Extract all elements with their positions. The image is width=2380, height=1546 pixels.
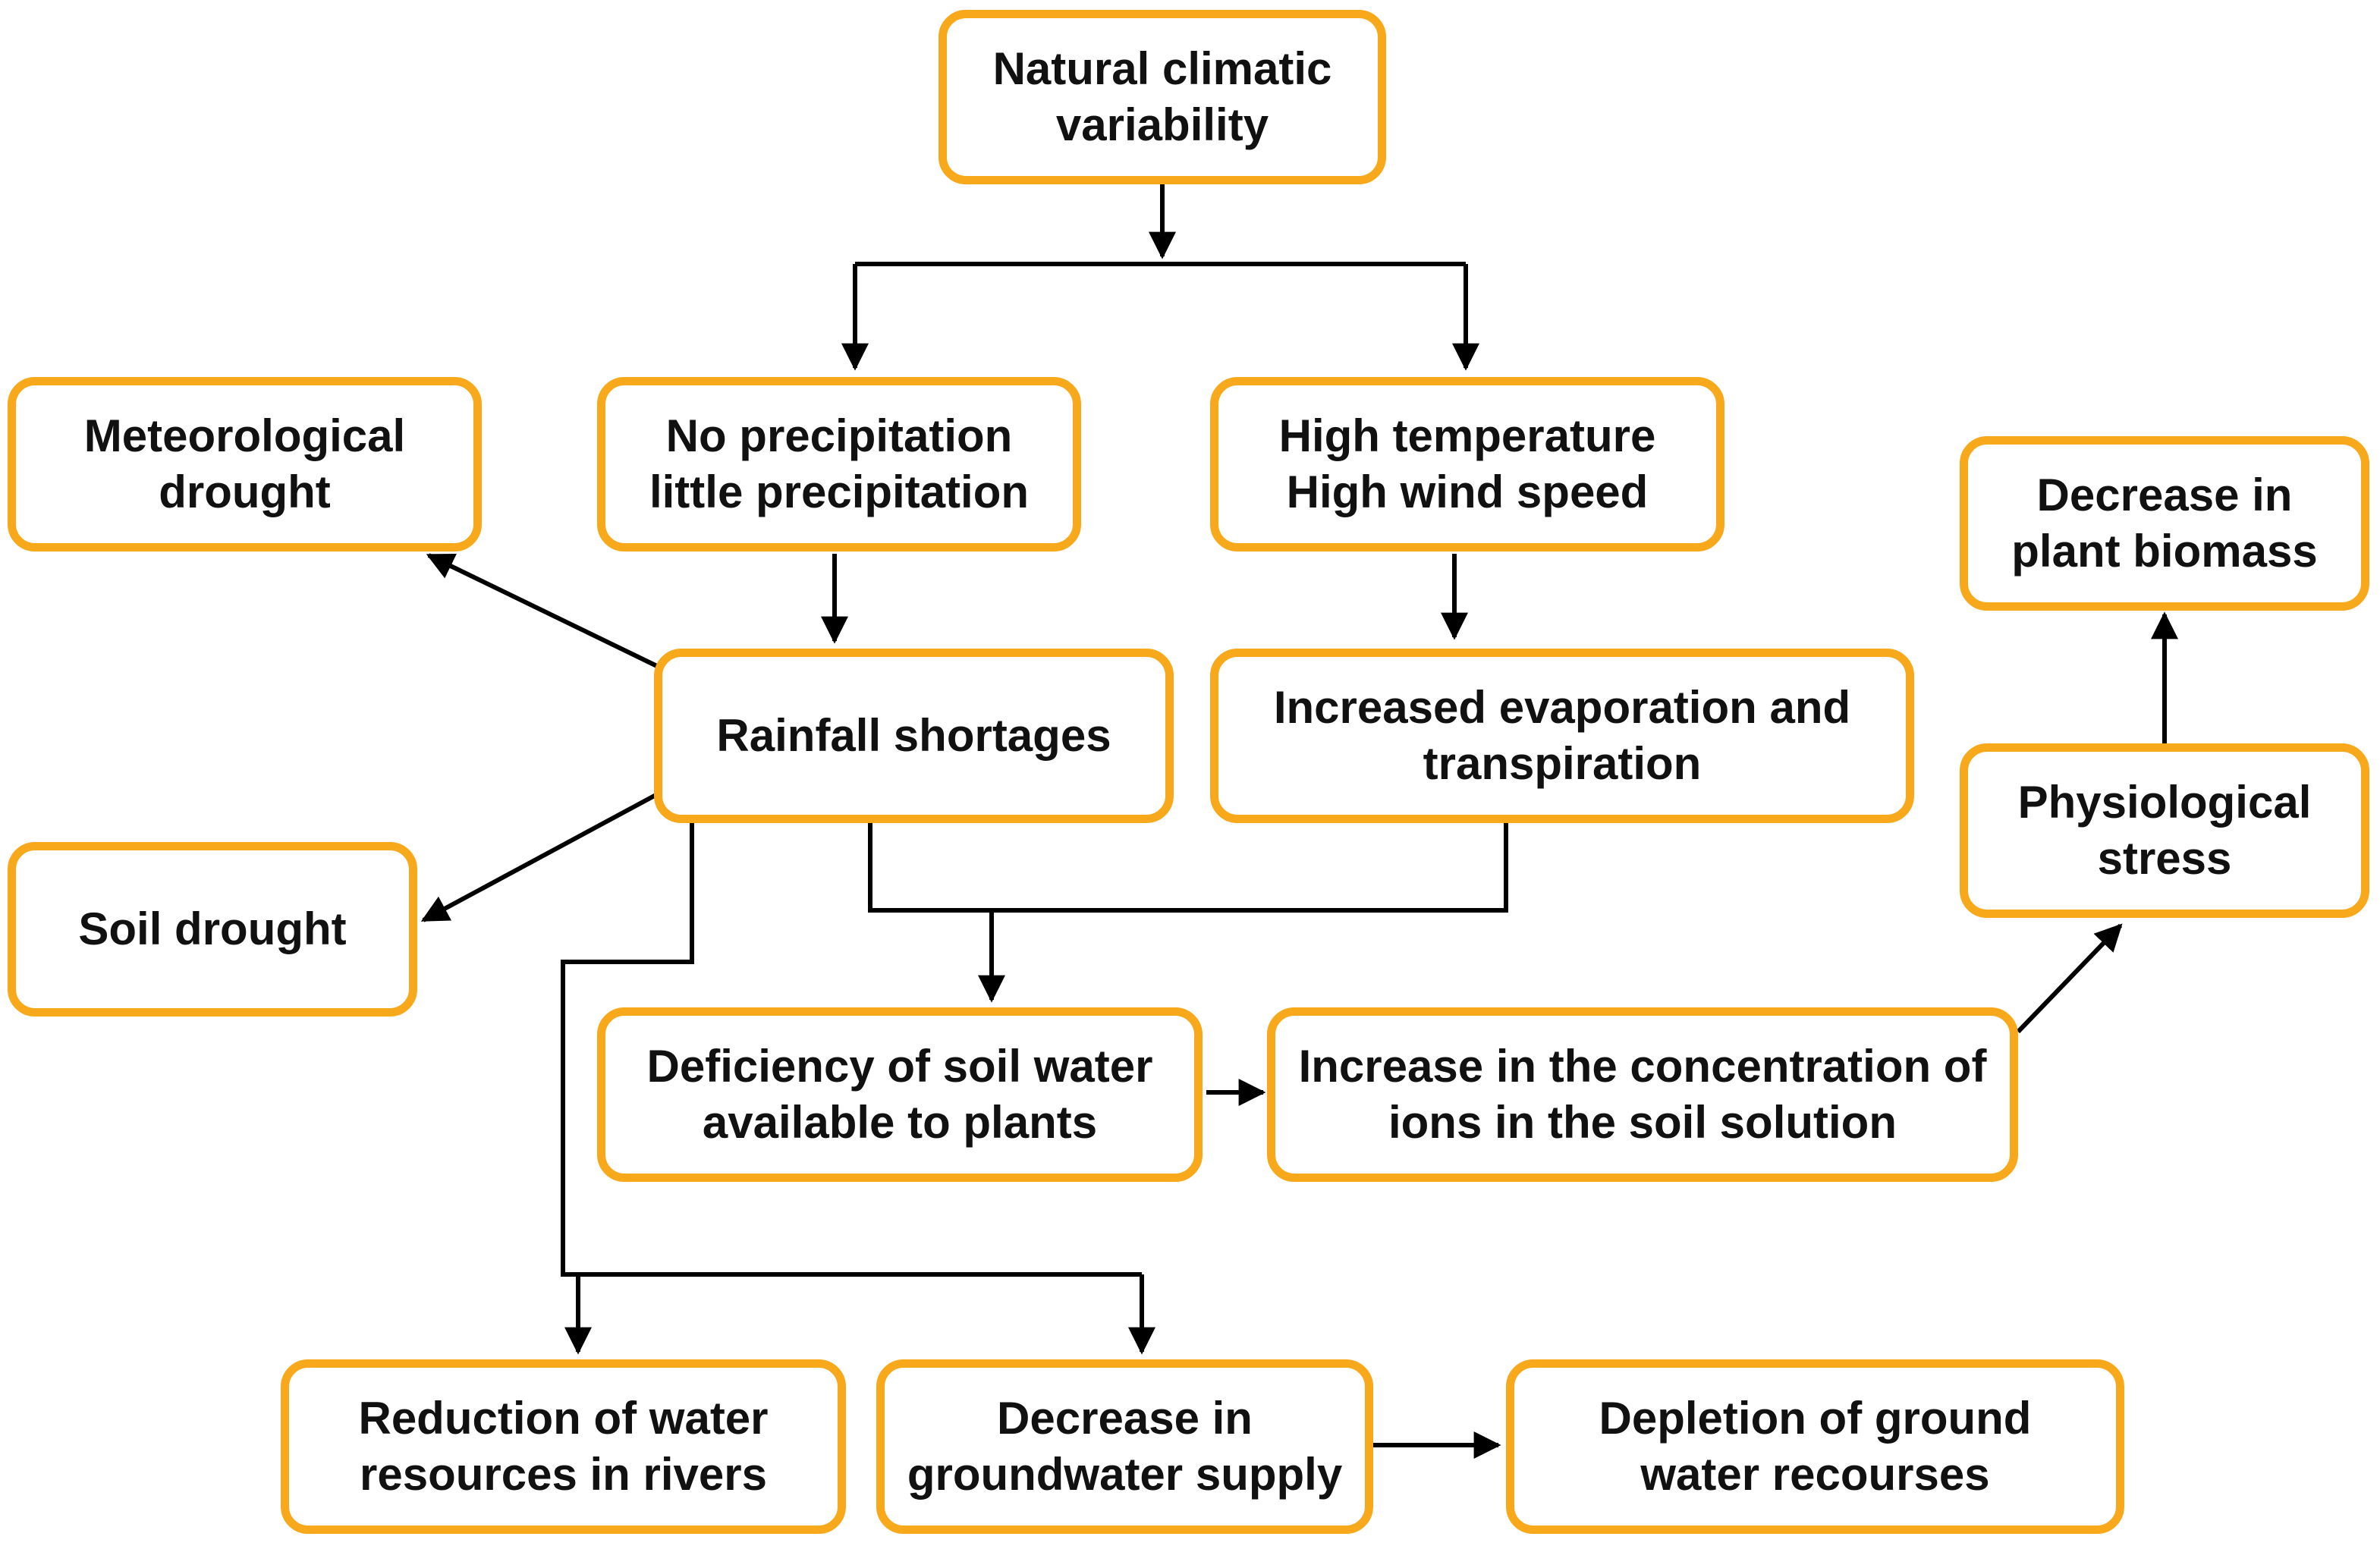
- connector-rainfall-down-line: [561, 822, 1142, 1277]
- node-soil-drought-label: Soil drought: [78, 903, 347, 954]
- node-soil-drought: Soil drought: [8, 842, 417, 1017]
- connector-rainfall-to-soil-drought: [420, 790, 662, 922]
- node-rainfall-shortages-label: Rainfall shortages: [716, 710, 1111, 761]
- node-rainfall-shortages: Rainfall shortages: [654, 649, 1174, 823]
- connector-ion-to-physiological: [2016, 923, 2123, 1034]
- connector-split-to-no-precipitation: [855, 262, 1466, 368]
- connector-rainfall-evaporation-merge: [868, 822, 1508, 913]
- connector-rainfall-to-meteorological: [426, 553, 662, 670]
